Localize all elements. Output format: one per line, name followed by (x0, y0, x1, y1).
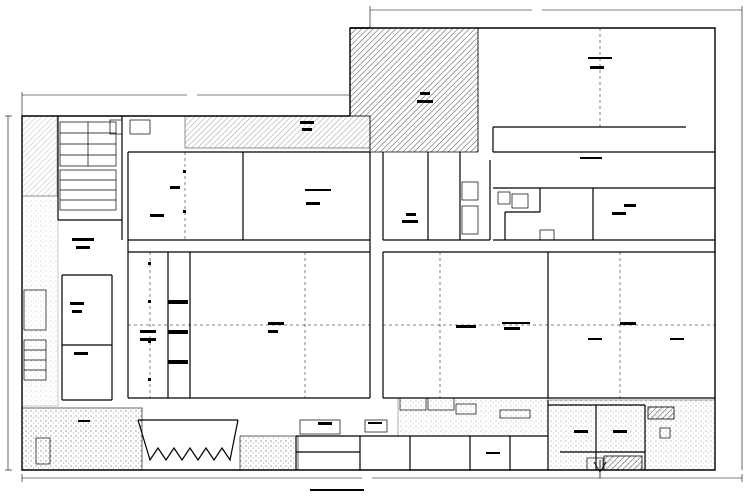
stair-blocks (23, 119, 151, 465)
column-grid (128, 28, 715, 398)
entrance-marker (593, 460, 607, 478)
stippled-areas (21, 195, 716, 471)
structural-columns (148, 170, 188, 381)
dimension-text (187, 8, 542, 479)
small-rooms (299, 181, 671, 471)
room-tags (70, 57, 684, 491)
